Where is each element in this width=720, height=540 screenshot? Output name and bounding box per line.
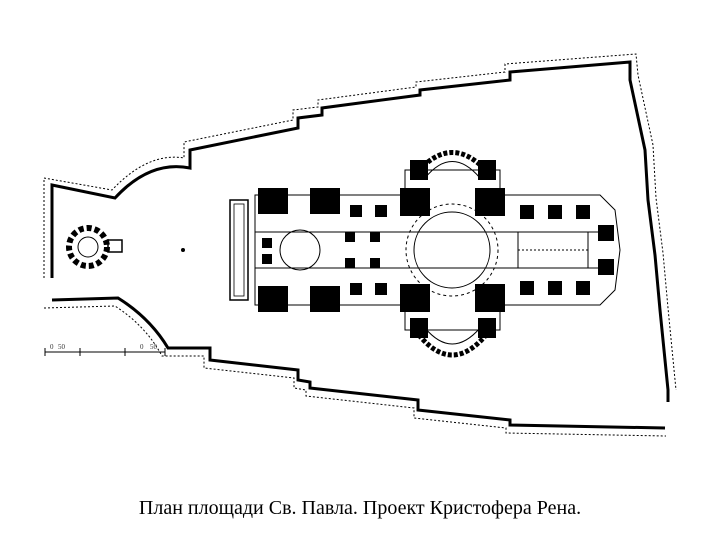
choir (517, 231, 589, 269)
small-rotunda (66, 225, 123, 269)
obelisk-marker (181, 248, 185, 252)
figure-caption: План площади Св. Павла. Проект Кристофер… (138, 497, 582, 519)
square-boundary-wall (43, 53, 677, 437)
main-dome (405, 203, 499, 297)
scale-bar: 0 50 0 50 (44, 343, 166, 356)
scale-label: 50 (58, 343, 66, 351)
portico-steps (229, 199, 249, 301)
scale-label: 0 (140, 343, 144, 351)
west-dome (279, 229, 321, 271)
scale-label: 0 (50, 343, 54, 351)
cathedral-body (254, 169, 621, 331)
piers (258, 160, 614, 338)
architectural-floor-plan: 0 50 0 50 (43, 53, 677, 437)
scale-label: 50 (150, 343, 158, 351)
south-exedra (412, 327, 492, 358)
